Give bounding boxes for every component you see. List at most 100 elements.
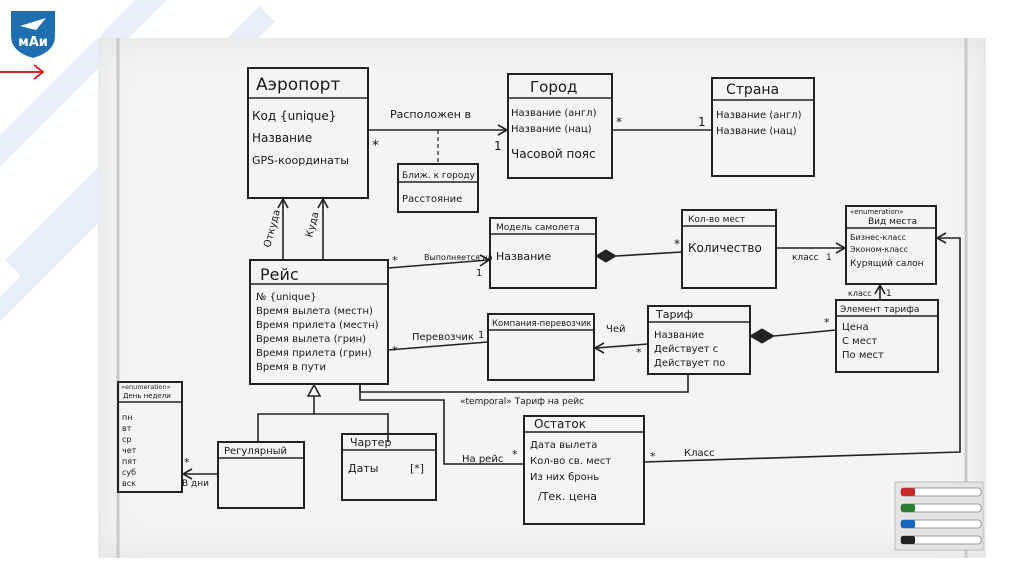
label-to: Куда <box>304 211 321 239</box>
mult-airport-city-star: * <box>372 138 379 154</box>
tariff-element-attr-2: С мест <box>842 336 877 347</box>
seat-type-stereotype: «enumeration» <box>850 208 903 216</box>
plane-model-attr-1: Название <box>496 250 551 263</box>
whiteboard-photo: Аэропорт Код {unique} Название GPS-коорд… <box>98 38 986 558</box>
weekday-4: чет <box>122 446 137 455</box>
red-arrow-icon <box>0 60 48 84</box>
country-attr-1: Название (англ) <box>716 110 802 121</box>
near-city-title: Ближ. к городу <box>402 171 476 181</box>
tariff-attr-1: Название <box>654 330 704 341</box>
label-in-days: В дни <box>182 479 209 489</box>
city-attr-1: Название (англ) <box>511 108 597 119</box>
class-carrier: Компания-перевозчик <box>488 314 594 380</box>
label-klass-2: класс <box>792 253 819 263</box>
class-seat-type: «enumeration» Вид места Бизнес-класс Эко… <box>846 206 936 284</box>
mult-city-country-one: 1 <box>698 115 706 129</box>
label-carrier-assoc: Перевозчик <box>412 332 474 343</box>
class-plane-model: Модель самолета Название <box>490 218 596 288</box>
remainder-attr-1: Дата вылета <box>530 440 597 451</box>
seat-type-attr-1: Бизнес-класс <box>850 233 906 242</box>
plane-model-title: Модель самолета <box>496 223 580 233</box>
marker-tray-icon <box>893 480 985 552</box>
airport-title: Аэропорт <box>256 75 340 95</box>
weekday-title: День недели <box>123 392 171 400</box>
flight-attr-4: Время вылета (грин) <box>256 334 366 345</box>
flight-attr-6: Время в пути <box>256 362 326 373</box>
class-airport: Аэропорт Код {unique} Название GPS-коорд… <box>248 68 368 198</box>
remainder-attr-3: Из них бронь <box>530 472 599 483</box>
logo-text: мАи <box>18 35 48 50</box>
tariff-title: Тариф <box>655 308 693 321</box>
charter-attr-2: [*] <box>410 462 424 475</box>
city-attr-2: Название (нац) <box>511 124 592 135</box>
seat-type-attr-2: Эконом-класс <box>850 245 908 254</box>
label-klass-3: класс <box>848 289 872 298</box>
remainder-attr-4: /Тек. цена <box>538 490 597 503</box>
mult-tariff-element-star: * <box>824 316 830 329</box>
airport-attr-1: Код {unique} <box>252 109 336 123</box>
flight-attr-1: № {unique} <box>256 292 317 303</box>
city-attr-3: Часовой пояс <box>511 147 596 161</box>
label-located-in: Расположен в <box>390 108 471 121</box>
carrier-title: Компания-перевозчик <box>492 319 592 329</box>
class-tariff-element: Элемент тарифа Цена С мест По мест <box>836 300 938 372</box>
class-flight: Рейс № {unique} Время вылета (местн) Вре… <box>250 260 388 384</box>
weekday-2: вт <box>122 424 132 433</box>
tariff-attr-3: Действует по <box>654 358 725 369</box>
seat-type-attr-3: Курящий салон <box>850 259 924 269</box>
mult-seattype-one: 1 <box>826 253 832 263</box>
tariff-element-attr-3: По мест <box>842 350 884 361</box>
weekday-5: пят <box>122 457 137 466</box>
mult-flight-model-star: * <box>392 254 398 267</box>
flight-attr-2: Время вылета (местн) <box>256 306 373 317</box>
flight-attr-3: Время прилета (местн) <box>256 320 379 331</box>
class-charter: Чартер Даты [*] <box>342 434 436 500</box>
charter-title: Чартер <box>350 436 391 449</box>
mult-flight-carrier-one: 1 <box>478 330 484 341</box>
flight-attr-5: Время прилета (грин) <box>256 348 372 359</box>
class-country: Страна Название (англ) Название (нац) <box>712 78 814 176</box>
mult-flight-carrier-star: * <box>392 344 398 357</box>
label-for-flight: На рейс <box>462 454 503 465</box>
mult-element-seattype-one: 1 <box>886 289 892 299</box>
flight-title: Рейс <box>260 265 299 284</box>
class-near-city: Ближ. к городу Расстояние <box>398 164 478 212</box>
class-city: Город Название (англ) Название (нац) Час… <box>508 74 612 178</box>
class-remainder: Остаток Дата вылета Кол-во св. мест Из н… <box>524 416 644 524</box>
label-from: Откуда <box>262 209 283 249</box>
weekday-7: вск <box>122 479 136 488</box>
tariff-element-attr-1: Цена <box>842 322 869 333</box>
mult-remainder-flight-star: * <box>512 448 518 461</box>
class-seat-count: Кол-во мест Количество <box>682 210 776 288</box>
country-title: Страна <box>726 82 779 98</box>
mult-flight-model-one: 1 <box>476 268 482 279</box>
class-regular: Регулярный <box>218 442 304 508</box>
city-title: Город <box>530 78 577 96</box>
label-klass: Класс <box>684 448 715 459</box>
airport-attr-2: Название <box>252 131 312 145</box>
weekday-stereotype: «enumeration» <box>121 383 171 391</box>
regular-title: Регулярный <box>224 446 287 457</box>
seat-count-title: Кол-во мест <box>688 215 745 225</box>
class-tariff: Тариф Название Действует с Действует по <box>648 306 750 374</box>
seat-type-title: Вид места <box>868 217 917 227</box>
tariff-element-title: Элемент тарифа <box>840 305 919 315</box>
remainder-title: Остаток <box>534 417 586 431</box>
tariff-attr-2: Действует с <box>654 344 718 355</box>
weekday-6: суб <box>122 468 136 477</box>
mai-logo-icon: мАи <box>6 6 60 60</box>
seat-count-attr-1: Количество <box>688 241 762 255</box>
charter-attr-1: Даты <box>348 462 378 475</box>
airport-attr-3: GPS-координаты <box>252 154 349 167</box>
country-attr-2: Название (нац) <box>716 126 797 137</box>
label-whose: Чей <box>606 324 626 335</box>
label-performed-by: Выполняется на <box>424 253 493 262</box>
label-temporal: «temporal» Тариф на рейс <box>460 397 584 407</box>
mult-seatcount-star: * <box>674 237 680 251</box>
mult-city-country-star: * <box>616 115 622 129</box>
mult-regular-weekday-star: * <box>184 456 190 469</box>
weekday-3: ср <box>122 435 131 444</box>
remainder-attr-2: Кол-во св. мест <box>530 456 611 467</box>
mult-airport-city-one: 1 <box>494 139 502 153</box>
